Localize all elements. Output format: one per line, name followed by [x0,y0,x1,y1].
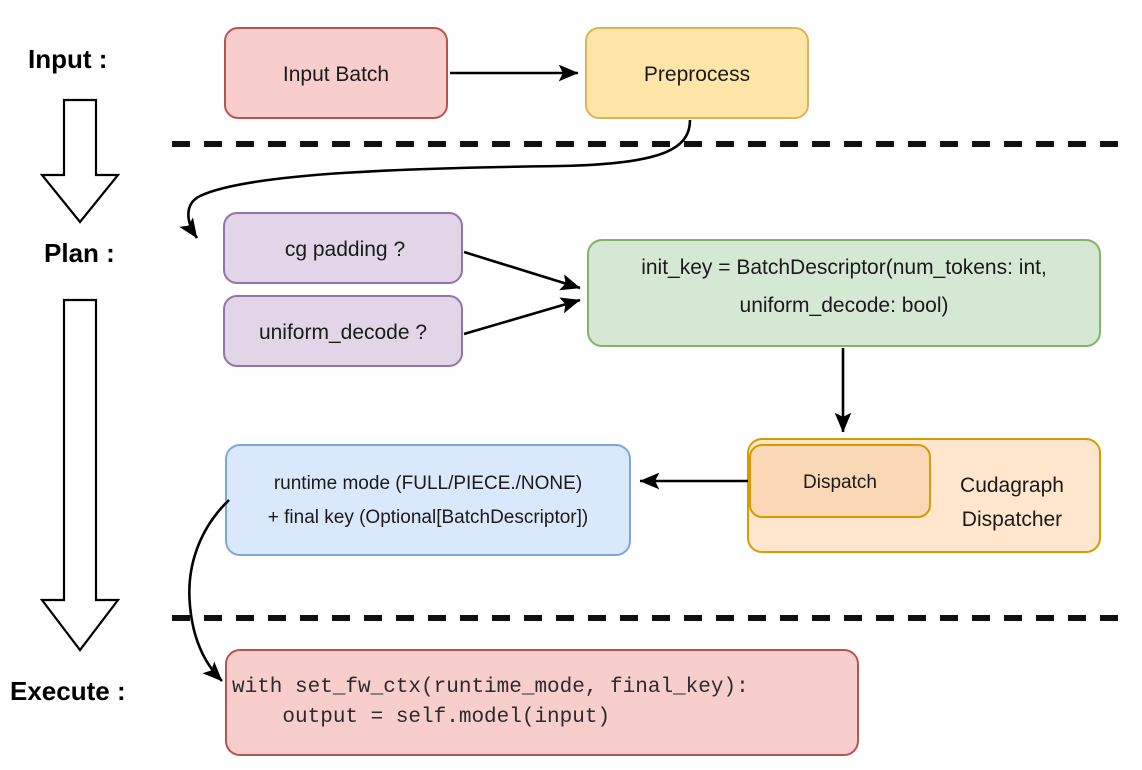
dispatch-box[interactable] [749,444,931,518]
edge-cg-padding-to-init-key [463,250,581,291]
input-batch-label: Input Batch [283,63,389,86]
cg-padding-label: cg padding ? [285,238,405,261]
node-init-key[interactable]: init_key = BatchDescriptor(num_tokens: i… [587,239,1101,347]
node-input-batch[interactable]: Input Batch [224,27,448,119]
edge-runtime-mode-to-execute-code [188,499,230,682]
cudagraph-dispatcher-line1: Cudagraph [960,474,1064,497]
cudagraph-dispatcher-line2: Dispatcher [962,508,1062,531]
execute-code-line1: with set_fw_ctx(runtime_mode, final_key)… [232,676,749,699]
down-block-arrow-icon [39,298,121,652]
uniform-decode-box[interactable] [223,295,463,367]
cg-padding-box[interactable] [223,212,463,284]
node-execute-code[interactable]: with set_fw_ctx(runtime_mode, final_key)… [225,649,859,756]
init-key-line1: init_key = BatchDescriptor(num_tokens: i… [641,256,1047,279]
edge-preprocess-to-cg-padding [179,119,692,239]
init-key-line2: uniform_decode: bool) [740,294,949,317]
stage-label-execute: Execute : [10,676,126,706]
down-block-arrow-icon [39,98,121,224]
preprocess-label: Preprocess [644,63,750,86]
execute-code-line2: output = self.model(input) [232,706,610,729]
stage-label-plan: Plan : [44,238,115,268]
node-cg-padding[interactable]: cg padding ? [223,212,463,284]
node-runtime-mode[interactable]: runtime mode (FULL/PIECE./NONE) + final … [225,444,631,556]
runtime-mode-line1: runtime mode (FULL/PIECE./NONE) [274,473,582,494]
node-uniform-decode[interactable]: uniform_decode ? [223,295,463,367]
dispatch-label: Dispatch [803,472,877,493]
runtime-mode-line2: + final key (Optional[BatchDescriptor]) [268,507,589,528]
init-key-box[interactable] [587,239,1101,347]
execute-code-box[interactable] [225,649,859,756]
node-dispatch[interactable]: Dispatch [749,444,931,518]
input-batch-box[interactable] [224,27,448,119]
edge-uniform-decode-to-init-key [463,297,581,336]
stage-label-input: Input : [28,44,107,74]
runtime-mode-box[interactable] [225,444,631,556]
preprocess-box[interactable] [585,27,809,119]
uniform-decode-label: uniform_decode ? [259,321,427,344]
node-preprocess[interactable]: Preprocess [585,27,809,119]
